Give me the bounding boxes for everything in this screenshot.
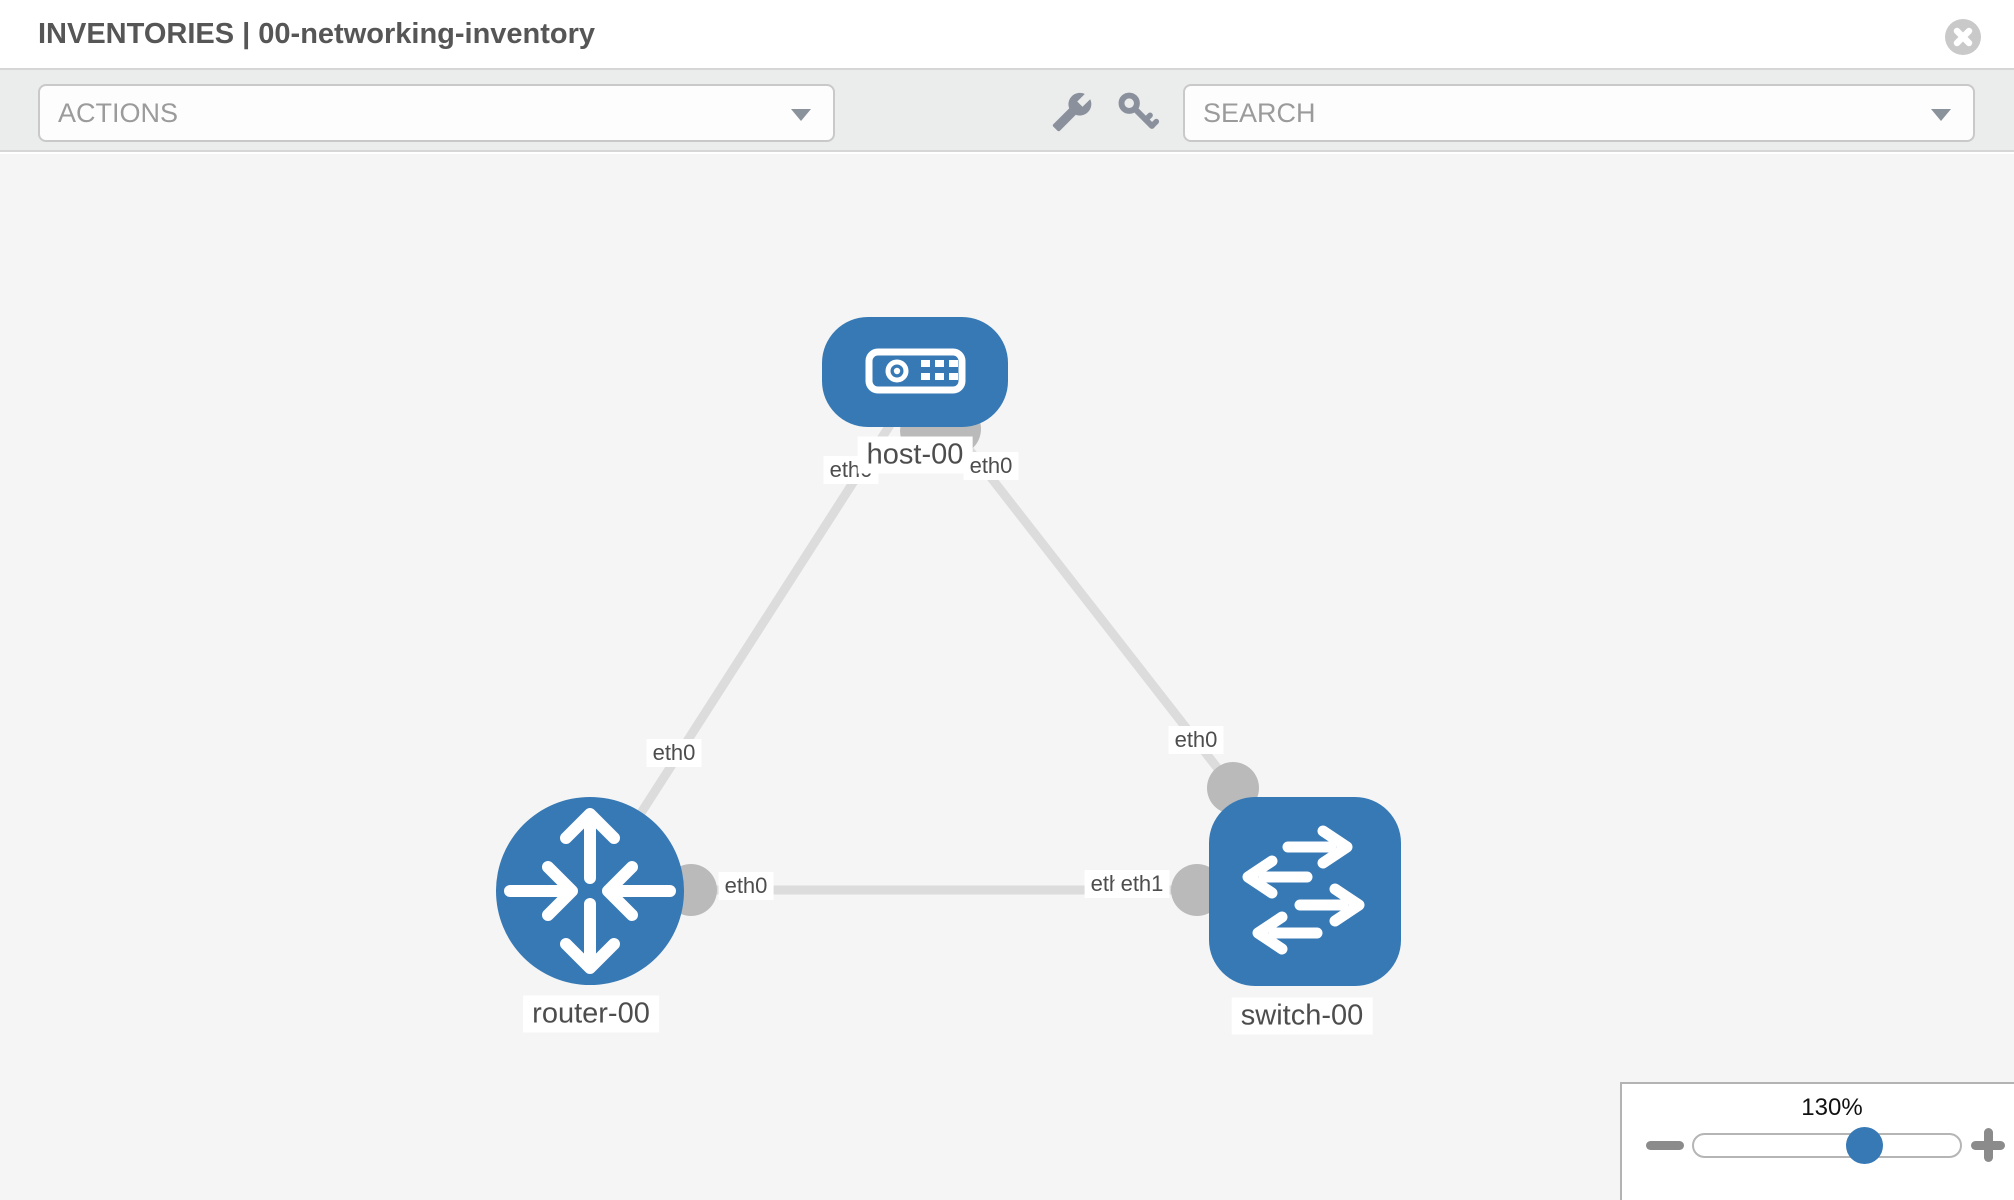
- toolbar: ACTIONS SEARCH: [0, 70, 2014, 152]
- interface-label: eth0: [963, 452, 1019, 480]
- zoom-level: 130%: [1801, 1094, 1863, 1121]
- chevron-down-icon: [791, 109, 811, 121]
- node-host-00[interactable]: [822, 317, 1008, 427]
- search-dropdown[interactable]: SEARCH: [1183, 84, 1975, 142]
- close-button[interactable]: [1945, 19, 1981, 55]
- node-switch-00[interactable]: [1209, 797, 1401, 986]
- header: INVENTORIES | 00-networking-inventory: [0, 0, 2014, 70]
- interface-label: eth0: [1168, 726, 1224, 754]
- credentials-button[interactable]: [1114, 88, 1162, 136]
- interface-label: eth0: [823, 456, 879, 484]
- zoom-in-button[interactable]: [1970, 1127, 2006, 1163]
- topology-graph: [496, 317, 1401, 986]
- node-router-00[interactable]: [496, 797, 684, 985]
- configure-button[interactable]: [1048, 88, 1096, 136]
- zoom-out-button[interactable]: [1646, 1141, 1684, 1150]
- host-icon: [865, 348, 966, 394]
- switch-icon: [1242, 825, 1365, 955]
- router-icon: [504, 808, 676, 974]
- interface-label: eth1: [1114, 870, 1170, 898]
- close-icon: [1953, 27, 1973, 47]
- wrench-icon: [1052, 92, 1092, 132]
- search-dropdown-label: SEARCH: [1203, 98, 1316, 128]
- node-label-host: host-00: [857, 436, 973, 474]
- link-host-router: [594, 422, 894, 883]
- actions-dropdown-label: ACTIONS: [58, 98, 179, 128]
- topology-canvas[interactable]: [0, 154, 2014, 1200]
- node-label-switch: switch-00: [1231, 997, 1373, 1035]
- zoom-slider-track[interactable]: [1692, 1133, 1962, 1158]
- chevron-down-icon: [1931, 109, 1951, 121]
- page-title: INVENTORIES | 00-networking-inventory: [38, 18, 596, 50]
- plus-icon: [1983, 1128, 1993, 1162]
- key-icon: [1118, 92, 1160, 129]
- zoom-slider-thumb[interactable]: [1846, 1127, 1883, 1164]
- zoom-control-panel: 130%: [1620, 1082, 2014, 1200]
- actions-dropdown[interactable]: ACTIONS: [38, 84, 835, 142]
- node-label-router: router-00: [523, 995, 659, 1033]
- interface-label: eth0: [646, 739, 702, 767]
- interface-label: eth0: [718, 872, 774, 900]
